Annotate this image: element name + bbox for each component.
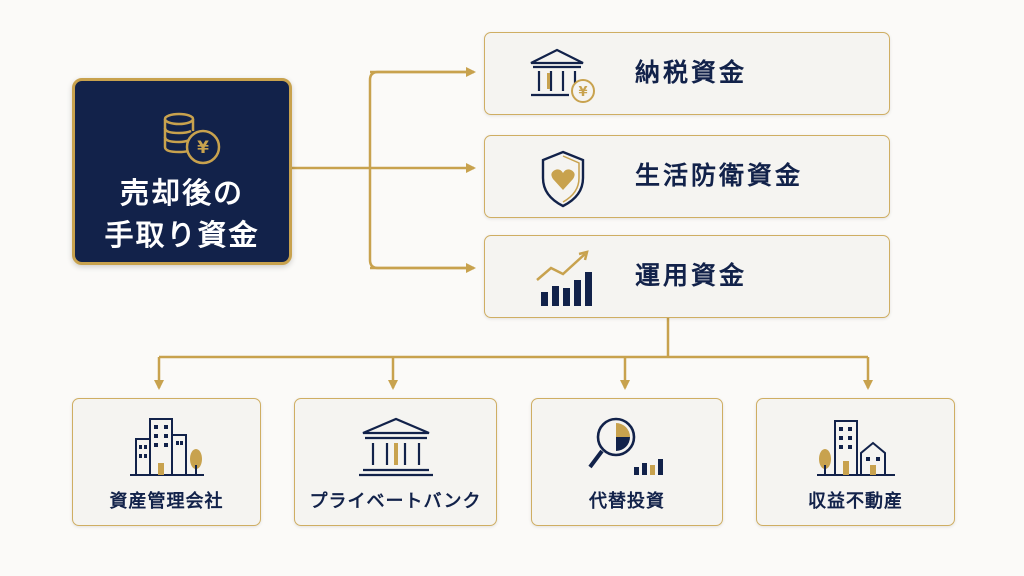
option-alternative-investment: 代替投資 bbox=[531, 398, 723, 526]
option-label: 代替投資 bbox=[589, 491, 665, 512]
option-label: 収益不動産 bbox=[808, 491, 903, 512]
option-private-bank: プライベートバンク bbox=[294, 398, 497, 526]
magnifier-chart-icon bbox=[588, 417, 663, 475]
svg-text:¥: ¥ bbox=[197, 138, 209, 158]
svg-text:¥: ¥ bbox=[578, 85, 587, 100]
target-label: 納税資金 bbox=[635, 58, 748, 87]
option-income-real-estate: 収益不動産 bbox=[756, 398, 955, 526]
bank-building-icon bbox=[358, 417, 433, 477]
source-node-net-proceeds: ¥ 売却後の 手取り資金 bbox=[72, 78, 292, 265]
shield-heart-icon bbox=[541, 150, 585, 208]
office-buildings-icon bbox=[129, 418, 204, 476]
target-label: 生活防衛資金 bbox=[635, 161, 804, 190]
target-node-living-reserve: 生活防衛資金 bbox=[484, 135, 890, 218]
growth-chart-icon bbox=[536, 250, 592, 306]
source-title: 売却後の 手取り資金 bbox=[75, 172, 289, 256]
bank-yen-icon: ¥ bbox=[530, 48, 595, 103]
target-label: 運用資金 bbox=[635, 261, 748, 290]
real-estate-icon bbox=[816, 420, 895, 476]
source-title-line-1: 売却後の bbox=[119, 176, 244, 210]
target-node-investment-funds: 運用資金 bbox=[484, 235, 890, 318]
option-label: 資産管理会社 bbox=[109, 491, 224, 512]
branch-connector bbox=[368, 70, 472, 270]
yen-coins-icon: ¥ bbox=[163, 112, 221, 165]
option-label: プライベートバンク bbox=[309, 491, 482, 512]
target-node-tax-funds: ¥ 納税資金 bbox=[484, 32, 890, 115]
option-asset-management-company: 資産管理会社 bbox=[72, 398, 261, 526]
source-title-line-2: 手取り資金 bbox=[104, 218, 260, 252]
